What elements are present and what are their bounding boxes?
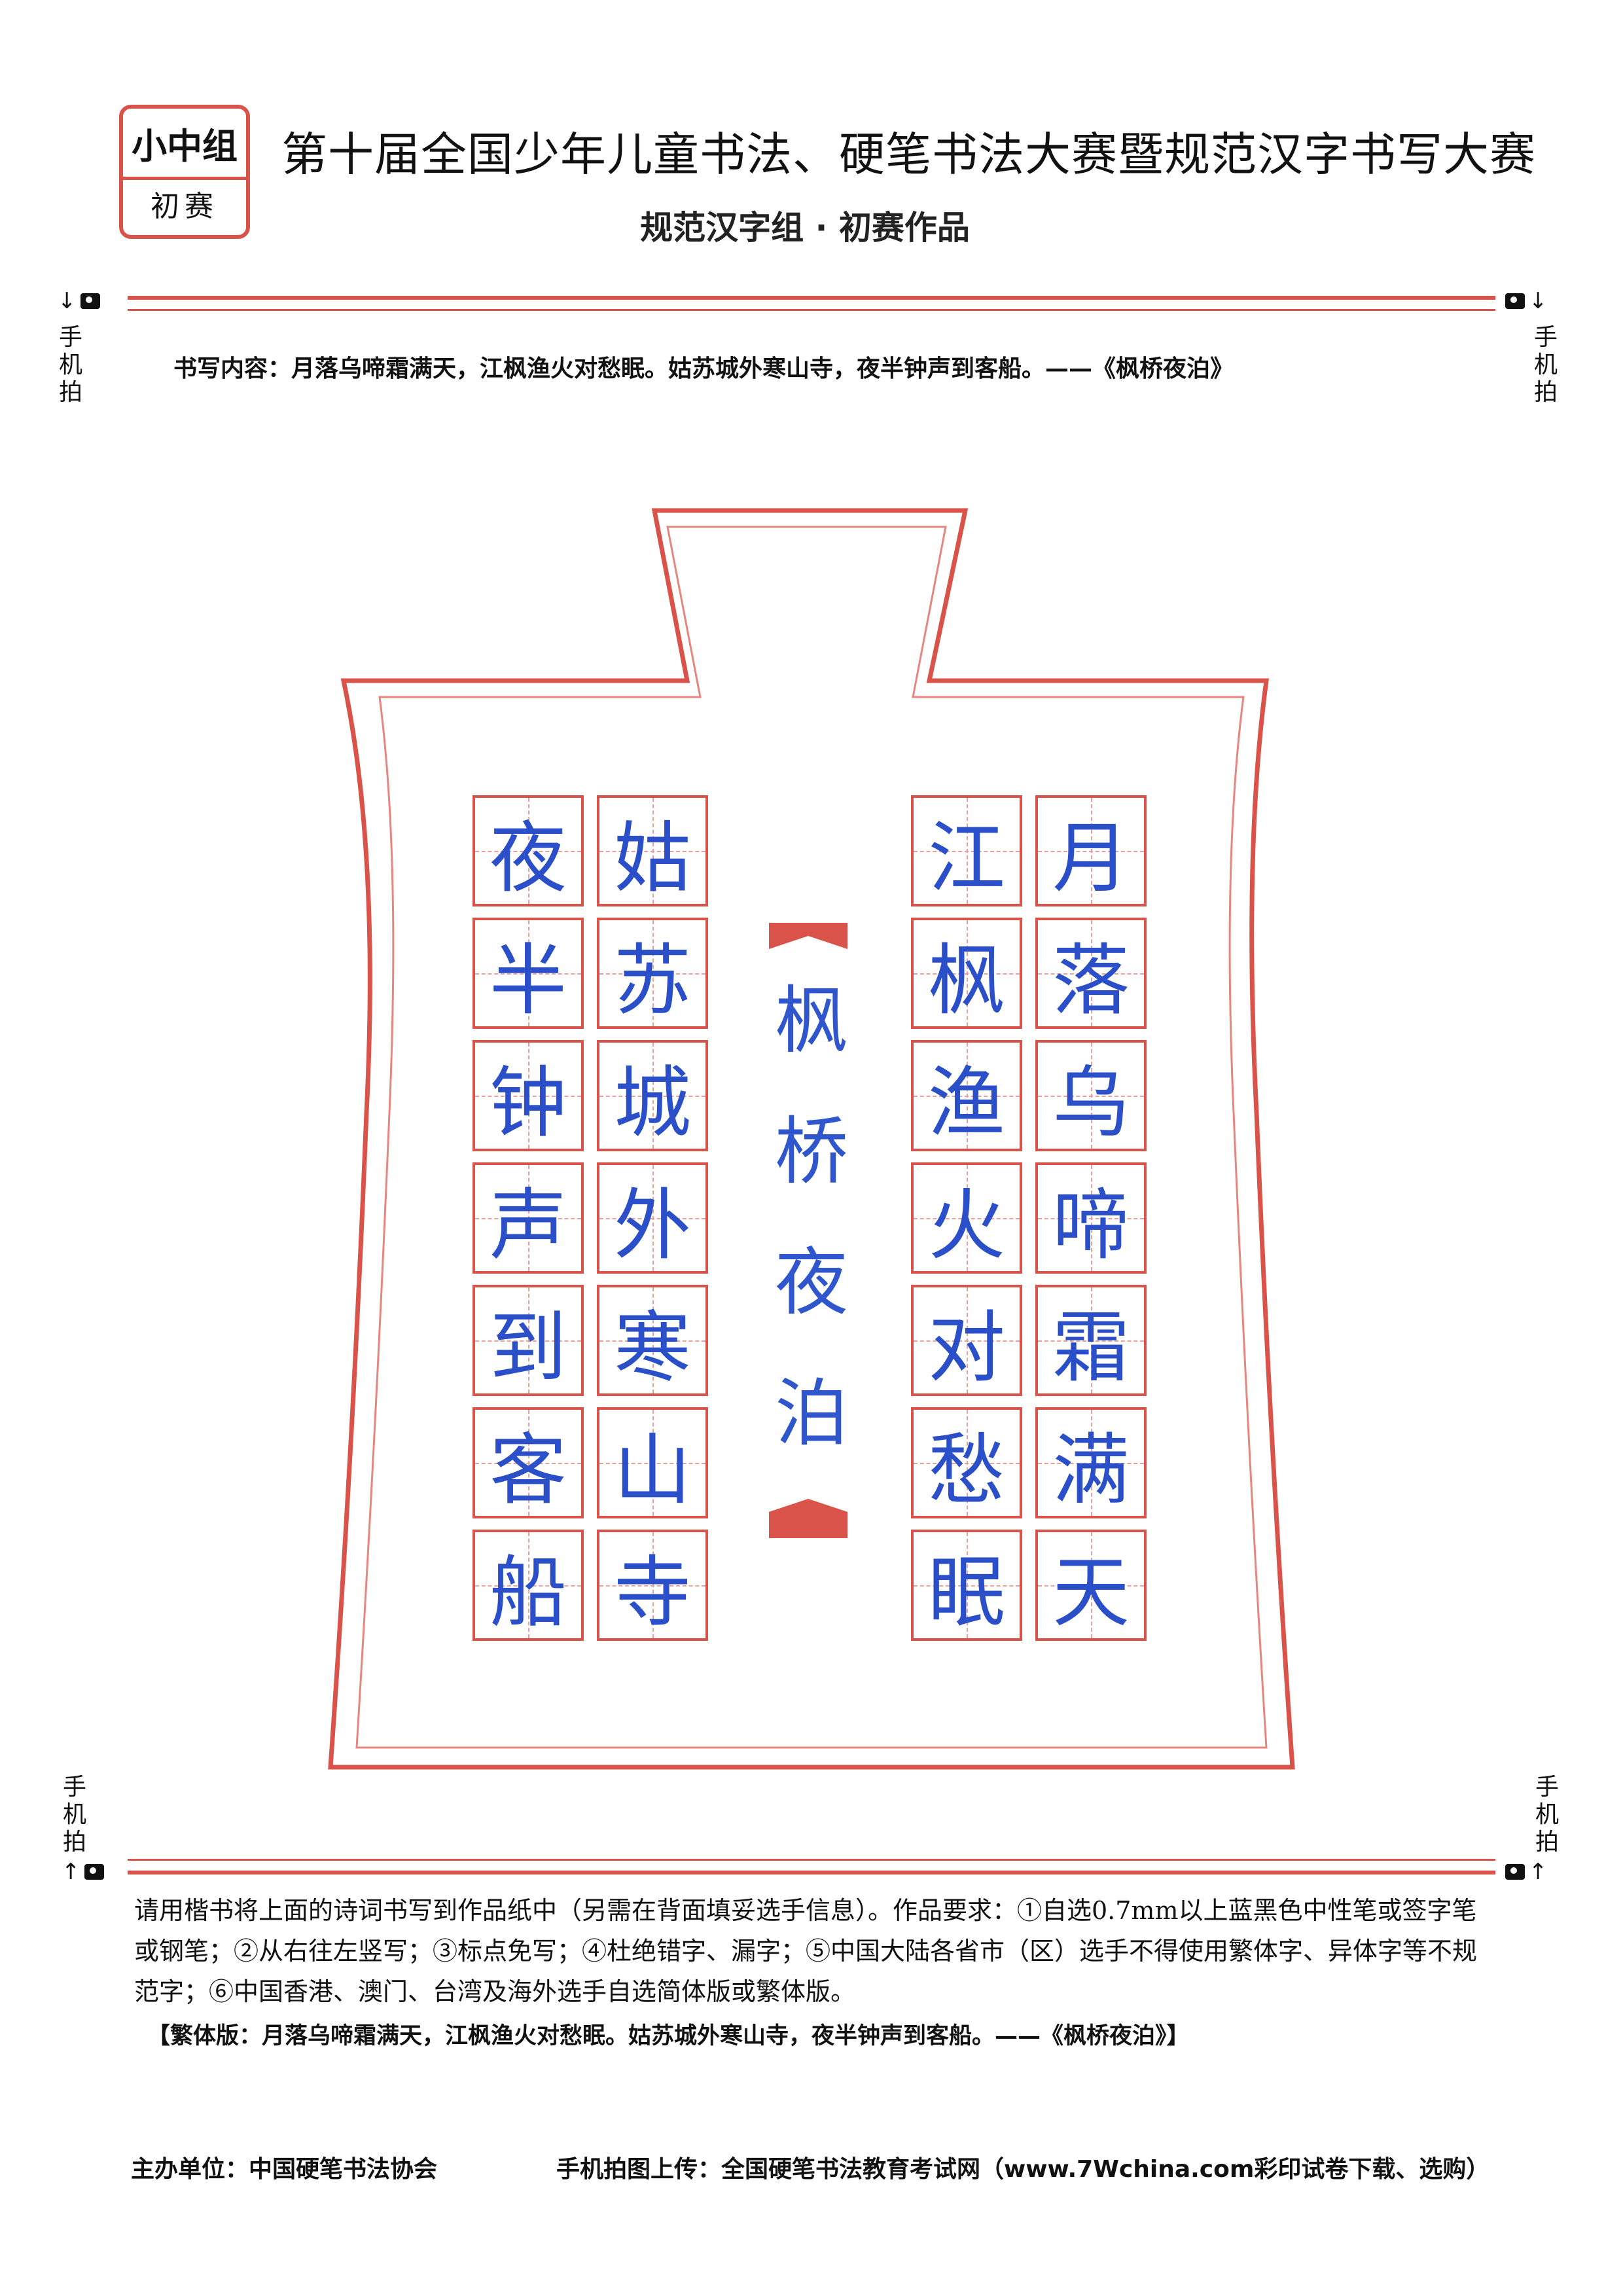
phone-shot-label-top-right: 手机拍 (1533, 324, 1558, 406)
arrow-down-icon: ↓ (1529, 288, 1548, 314)
grid-cell: 声 (473, 1162, 584, 1274)
grid-cell: 啼 (1035, 1162, 1147, 1274)
poem-char: 城 (613, 1057, 691, 1148)
camera-marker-bottom-right: ↑ (1505, 1859, 1558, 1885)
stage-label: 初赛 (151, 190, 219, 223)
poem-char: 江 (927, 812, 1005, 903)
poem-char: 啼 (1052, 1179, 1130, 1270)
group-badge: 小中组 初赛 (119, 105, 250, 239)
grid-cell: 乌 (1035, 1040, 1147, 1151)
grid-cell: 夜 (473, 795, 584, 906)
camera-icon (1505, 293, 1525, 309)
title-char: 桥 (775, 1109, 848, 1194)
phone-shot-label-bottom-right: 手机拍 (1535, 1774, 1559, 1856)
grid-cell: 寺 (597, 1530, 708, 1641)
grid-cell: 眠 (911, 1530, 1022, 1641)
camera-marker-top-left: ↓ (58, 288, 110, 314)
grid-cell: 枫 (911, 918, 1022, 1029)
instructions: 请用楷书将上面的诗词书写到作品纸中（另需在背面填妥选手信息）。作品要求：①自选0… (134, 1896, 1478, 2006)
writing-content: 书写内容：月落乌啼霜满天，江枫渔火对愁眠。姑苏城外寒山寺，夜半钟声到客船。——《… (173, 355, 1234, 382)
grid-cell: 山 (597, 1407, 708, 1518)
poem-char: 声 (489, 1179, 567, 1270)
grid-cell: 火 (911, 1162, 1022, 1274)
page-title: 第十届全国少年儿童书法、硬笔书法大赛暨规范汉字书写大赛 (281, 128, 1536, 181)
poem-title: 枫 桥 夜 泊 (759, 962, 864, 1499)
poem-char: 山 (613, 1424, 691, 1515)
camera-icon (80, 293, 100, 309)
grid-cell: 落 (1035, 918, 1147, 1029)
arrow-down-icon: ↓ (58, 288, 77, 314)
camera-marker-bottom-left: ↑ (62, 1859, 114, 1885)
grid-cell: 到 (473, 1285, 584, 1396)
phone-shot-label-top-left: 手机拍 (58, 324, 82, 406)
poem-char: 渔 (927, 1057, 1005, 1148)
poem-char: 愁 (927, 1424, 1005, 1515)
poem-char: 船 (489, 1547, 567, 1638)
grid-cell: 满 (1035, 1407, 1147, 1518)
arrow-up-icon: ↑ (62, 1859, 80, 1885)
grid-cell: 渔 (911, 1040, 1022, 1151)
grid-cell: 天 (1035, 1530, 1147, 1641)
grid-cell: 苏 (597, 918, 708, 1029)
poem-char: 眠 (927, 1547, 1005, 1638)
poem-char: 寒 (613, 1302, 691, 1393)
organizer: 主办单位：中国硬笔书法协会 (131, 2156, 438, 2183)
grid-cell: 半 (473, 918, 584, 1029)
poem-char: 枫 (927, 935, 1005, 1026)
grid-cell: 对 (911, 1285, 1022, 1396)
camera-icon (1505, 1864, 1525, 1880)
poem-char: 外 (613, 1179, 691, 1270)
title-char: 泊 (775, 1371, 848, 1456)
arrow-up-icon: ↑ (1529, 1859, 1548, 1885)
poem-char: 满 (1052, 1424, 1130, 1515)
poem-char: 客 (489, 1424, 567, 1515)
poem-char: 天 (1052, 1547, 1130, 1638)
group-label: 小中组 (123, 109, 246, 180)
grid-cell: 钟 (473, 1040, 584, 1151)
grid-cell: 城 (597, 1040, 708, 1151)
poem-char: 乌 (1052, 1057, 1130, 1148)
grid-cell: 寒 (597, 1285, 708, 1396)
grid-cell: 外 (597, 1162, 708, 1274)
title-char: 枫 (775, 978, 848, 1064)
poem-char: 霜 (1052, 1302, 1130, 1393)
poem-char: 落 (1052, 935, 1130, 1026)
grid-cell: 船 (473, 1530, 584, 1641)
poem-char: 到 (489, 1302, 567, 1393)
grid-cell: 江 (911, 795, 1022, 906)
poem-char: 月 (1052, 812, 1130, 903)
grid-cell: 姑 (597, 795, 708, 906)
page-subtitle: 规范汉字组 · 初赛作品 (640, 209, 970, 247)
poem-char: 寺 (613, 1547, 691, 1638)
grid-cell: 客 (473, 1407, 584, 1518)
poem-char: 半 (489, 935, 567, 1026)
traditional-version: 【繁体版：月落乌啼霜满天，江枫渔火对愁眠。姑苏城外寒山寺，夜半钟声到客船。——《… (147, 2022, 1190, 2049)
poem-char: 苏 (613, 935, 691, 1026)
bottom-rule (128, 1871, 1495, 1874)
poem-char: 夜 (489, 812, 567, 903)
phone-shot-label-bottom-left: 手机拍 (62, 1774, 86, 1856)
bottom-rule-thin (128, 1859, 1495, 1861)
top-rule-thin (128, 309, 1495, 311)
grid-cell: 月 (1035, 795, 1147, 906)
upload-info: 手机拍图上传：全国硬笔书法教育考试网（www.7Wchina.com彩印试卷下载… (556, 2156, 1490, 2183)
title-char: 夜 (775, 1240, 848, 1325)
poem-char: 对 (927, 1302, 1005, 1393)
grid-cell: 愁 (911, 1407, 1022, 1518)
camera-marker-top-right: ↓ (1505, 288, 1558, 314)
top-rule (128, 296, 1495, 300)
poem-char: 钟 (489, 1057, 567, 1148)
poem-char: 姑 (613, 812, 691, 903)
grid-cell: 霜 (1035, 1285, 1147, 1396)
poem-char: 火 (927, 1179, 1005, 1270)
camera-icon (84, 1864, 104, 1880)
